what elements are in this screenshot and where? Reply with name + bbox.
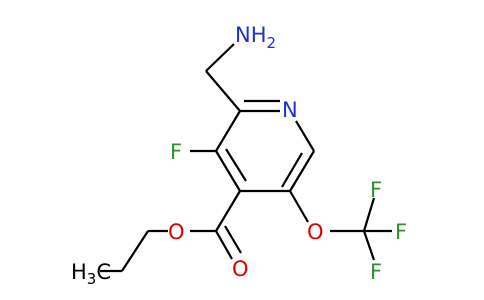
atom-labels: NH2 N F O O H3C O F F F [71, 23, 407, 288]
bond-ch2-o [121, 230, 149, 272]
bond-c4-c3 [215, 150, 241, 192]
bond-c5-o [289, 190, 309, 223]
ring-nitrogen-label: N [282, 98, 298, 122]
fluoro-label: F [170, 140, 182, 164]
bond-cf3-f1 [362, 197, 376, 232]
bond-carbonyl-o-double [215, 230, 233, 260]
bond-carbonyl-o-double-2 [224, 225, 242, 254]
ester-oxygen-double-label: O [232, 257, 249, 281]
amine-subscript: 2 [267, 34, 277, 52]
bond-c4-c3-double [225, 148, 247, 182]
bond-c4-carbonyl [215, 190, 241, 232]
methyl-carbon: C [96, 260, 111, 284]
methyl-label: H3C [71, 260, 111, 288]
bond-cf3-f3 [362, 230, 376, 261]
bond-n-c6 [295, 120, 315, 152]
bond-c6-c5 [289, 150, 315, 192]
cf3-fluorine-3-label: F [370, 260, 382, 284]
cf3-fluorine-1-label: F [370, 178, 382, 202]
methyl-subscript: 3 [87, 270, 97, 288]
amine-label: NH2 [235, 23, 276, 52]
cf3-fluorine-2-label: F [395, 220, 407, 244]
bond-ch2-c2 [205, 70, 241, 112]
ester-oxygen-single-label: O [168, 220, 185, 244]
ether-oxygen-label: O [307, 220, 324, 244]
bond-c3-c2 [215, 110, 241, 152]
bonds [100, 43, 392, 273]
bond-c6-c5-double [281, 152, 303, 188]
bond-amine-ch2 [205, 43, 235, 72]
